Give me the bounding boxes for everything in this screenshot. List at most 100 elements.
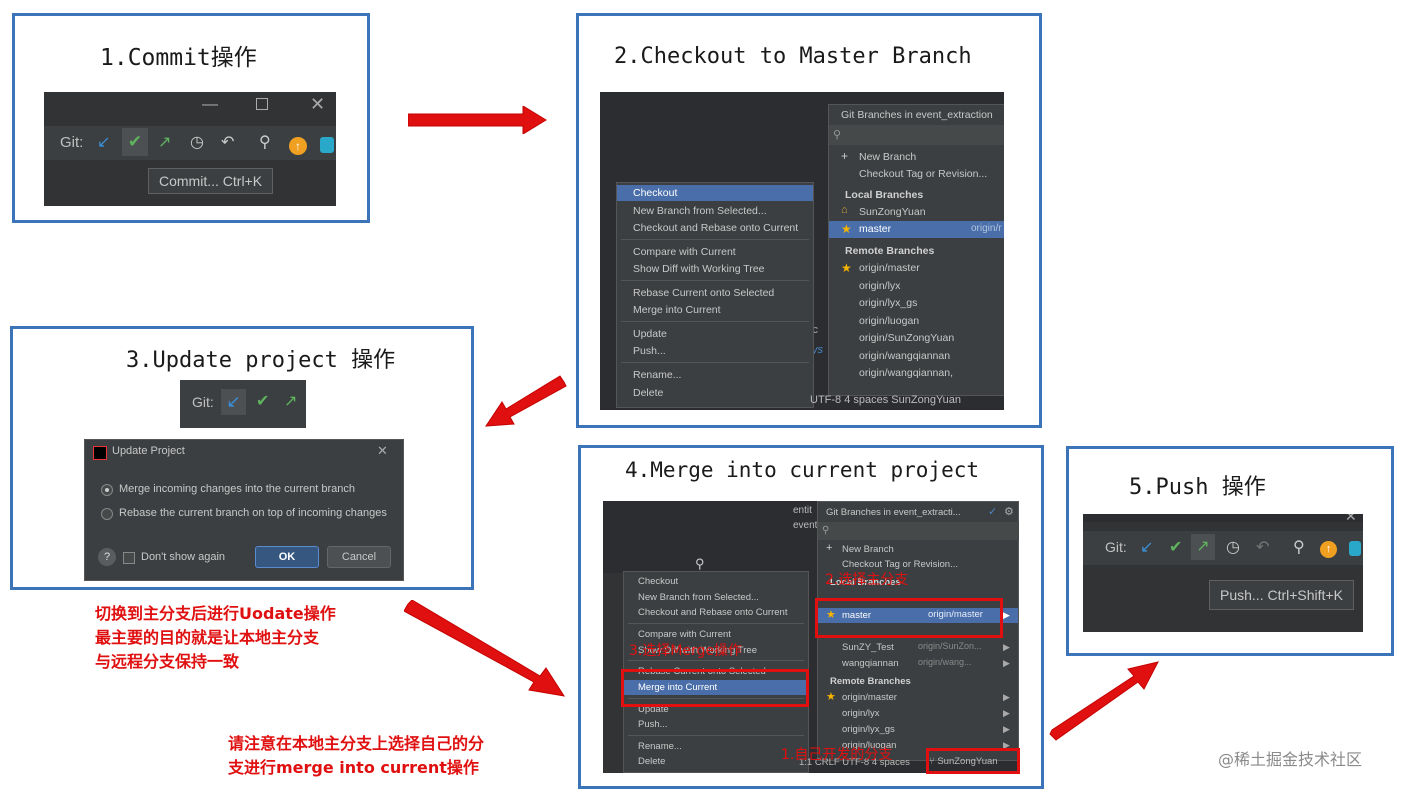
panel-checkout-tag[interactable]: Checkout Tag or Revision... — [842, 559, 958, 570]
highlight-master — [815, 598, 1003, 638]
menu-item-merge[interactable]: Merge into Current — [633, 304, 721, 316]
update-note-line: 切换到主分支后进行Uodate操作 — [95, 604, 336, 623]
submenu-arrow-icon: ▶ — [1003, 658, 1010, 668]
plugin-icon[interactable] — [320, 137, 334, 153]
git-branches-panel: Git Branches in event_extracti... ✓ ⚙ ⚲ … — [817, 501, 1019, 761]
remote-branch-item[interactable]: origin/wangqiannan, — [859, 367, 953, 379]
rebase-radio[interactable] — [101, 508, 113, 520]
local-branch-item[interactable]: SunZY_Test — [842, 642, 894, 653]
menu-item-update[interactable]: Update — [633, 328, 667, 340]
remote-branch-item[interactable]: origin/lyx — [842, 708, 880, 719]
git-branches-panel: Git Branches in event_extraction ⚲ New B… — [828, 104, 1004, 396]
menu-item-rename[interactable]: Rename... — [633, 369, 682, 381]
filter-icon[interactable]: ✓ — [988, 506, 998, 518]
annotation-choose-master: 2.选择主分支 — [825, 572, 909, 588]
menu-item-checkout[interactable]: Checkout — [638, 576, 679, 587]
remote-branch-item[interactable]: origin/wangqiannan — [859, 349, 951, 362]
menu-item-compare[interactable]: Compare with Current — [638, 629, 731, 640]
menu-separator — [621, 280, 809, 281]
remote-branch-item[interactable]: origin/lyx_gs — [859, 297, 918, 309]
master-remote-label: origin/master — [928, 609, 983, 620]
rollback-icon[interactable]: ↶ — [221, 134, 235, 151]
remote-branch-item[interactable]: origin/luogan — [859, 314, 920, 327]
settings-icon[interactable]: ⚙ — [1004, 506, 1014, 518]
menu-item-compare[interactable]: Compare with Current — [633, 246, 736, 258]
menu-item-delete[interactable]: Delete — [633, 387, 664, 399]
update-badge-icon[interactable]: ↑ — [1320, 541, 1337, 558]
menu-item-new-branch[interactable]: New Branch from Selected... — [638, 592, 759, 603]
step5-title: 5.Push 操作 — [1129, 475, 1266, 500]
update-project-icon[interactable]: ↙ — [221, 389, 246, 415]
merge-note-line: 支进行merge into current操作 — [228, 758, 479, 777]
menu-item-rename[interactable]: Rename... — [638, 741, 682, 752]
submenu-arrow-icon: ▶ — [1003, 610, 1010, 620]
toolbar-search-icon[interactable]: ⚲ — [695, 556, 705, 571]
menu-item-checkout-rebase[interactable]: Checkout and Rebase onto Current — [638, 607, 788, 618]
rollback-icon[interactable]: ↶ — [1256, 539, 1270, 556]
branch-status[interactable]: ⑂ SunZongYuan — [929, 756, 998, 767]
remote-branch-item[interactable]: origin/SunZongYuan — [859, 332, 955, 344]
update-badge-icon[interactable]: ↑ — [289, 137, 307, 155]
star-icon: ★ — [826, 691, 836, 703]
search-icon[interactable]: ⚲ — [259, 134, 271, 151]
menu-item-show-diff[interactable]: Show Diff with Working Tree — [638, 645, 757, 656]
remote-branch-item[interactable]: origin/luogan — [842, 740, 897, 751]
branch-search-input[interactable]: ⚲ — [818, 522, 1019, 540]
merge-radio[interactable] — [101, 484, 113, 496]
remote-branch-item[interactable]: origin/master — [842, 692, 897, 703]
plugin-icon[interactable] — [1349, 541, 1361, 556]
step1-title: 1.Commit操作 — [100, 45, 257, 71]
help-button[interactable]: ? — [98, 548, 116, 566]
dont-show-checkbox[interactable] — [123, 552, 135, 564]
restore-icon[interactable] — [256, 98, 268, 110]
menu-separator — [621, 239, 809, 240]
ok-button[interactable]: OK — [255, 546, 319, 568]
push-icon[interactable]: ↗ — [284, 393, 298, 410]
commit-icon[interactable]: ✔ — [122, 128, 148, 156]
local-branch-master[interactable]: master — [818, 608, 1018, 623]
menu-item-show-diff[interactable]: Show Diff with Working Tree — [633, 263, 765, 275]
menu-item-delete[interactable]: Delete — [638, 756, 666, 767]
history-icon[interactable]: ◷ — [1226, 539, 1240, 556]
menu-item-checkout-rebase[interactable]: Checkout and Rebase onto Current — [633, 222, 799, 234]
submenu-arrow-icon: ▶ — [1003, 724, 1010, 734]
close-icon[interactable]: ✕ — [310, 94, 326, 114]
push-icon[interactable]: ↗ — [158, 134, 172, 151]
remote-branch-item[interactable]: origin/master — [859, 262, 920, 274]
minimize-icon[interactable]: — — [202, 96, 218, 113]
panel-new-branch[interactable]: New Branch — [859, 151, 917, 163]
search-icon[interactable]: ⚲ — [1293, 539, 1305, 556]
local-branch-sunzongyuan[interactable]: SunZongYuan — [859, 206, 926, 218]
branch-search-input[interactable]: ⚲ — [829, 125, 1004, 145]
menu-item-new-branch[interactable]: New Branch from Selected... — [633, 205, 767, 217]
panel-checkout-tag[interactable]: Checkout Tag or Revision... — [859, 168, 988, 180]
remote-branch-item[interactable]: origin/lyx_gs — [842, 724, 895, 735]
menu-item-push[interactable]: Push... — [633, 345, 666, 357]
remote-branch-item[interactable]: origin/lyx — [859, 279, 901, 292]
close-icon[interactable]: ✕ — [377, 443, 388, 458]
panel-new-branch[interactable]: New Branch — [842, 544, 894, 555]
menu-item-update[interactable]: Update — [638, 704, 669, 715]
step5-frame: 5.Push 操作 ✕ Git: ↙ ✔ ↗ ◷ ↶ ⚲ ↑ Push... C… — [1066, 446, 1394, 656]
step2-title: 2.Checkout to Master Branch — [614, 44, 972, 69]
close-icon[interactable]: ✕ — [1345, 514, 1357, 524]
step1-screenshot: — ✕ Git: ↙ ✔ ↗ ◷ ↶ ⚲ ↑ Commit... Ctrl+K — [44, 92, 336, 206]
menu-item-rebase[interactable]: Rebase Current onto Selected — [633, 287, 775, 299]
branch-status-label: SunZongYuan — [937, 756, 998, 767]
history-icon[interactable]: ◷ — [190, 134, 204, 151]
star-icon: ★ — [841, 261, 852, 275]
update-project-icon[interactable]: ↙ — [97, 134, 111, 151]
local-branch-master[interactable]: master — [829, 221, 1004, 238]
git-label: Git: — [1105, 539, 1127, 555]
cancel-button[interactable]: Cancel — [327, 546, 391, 568]
menu-item-push[interactable]: Push... — [638, 719, 668, 730]
local-branch-item[interactable]: wangqiannan — [842, 658, 899, 669]
update-project-icon[interactable]: ↙ — [1140, 539, 1154, 556]
menu-separator — [621, 321, 809, 322]
push-icon[interactable]: ↗ — [1191, 534, 1215, 560]
menu-item-checkout[interactable]: Checkout — [617, 185, 813, 201]
commit-icon[interactable]: ✔ — [256, 393, 270, 410]
commit-icon[interactable]: ✔ — [1169, 539, 1183, 556]
menu-item-merge[interactable]: Merge into Current — [624, 680, 808, 695]
